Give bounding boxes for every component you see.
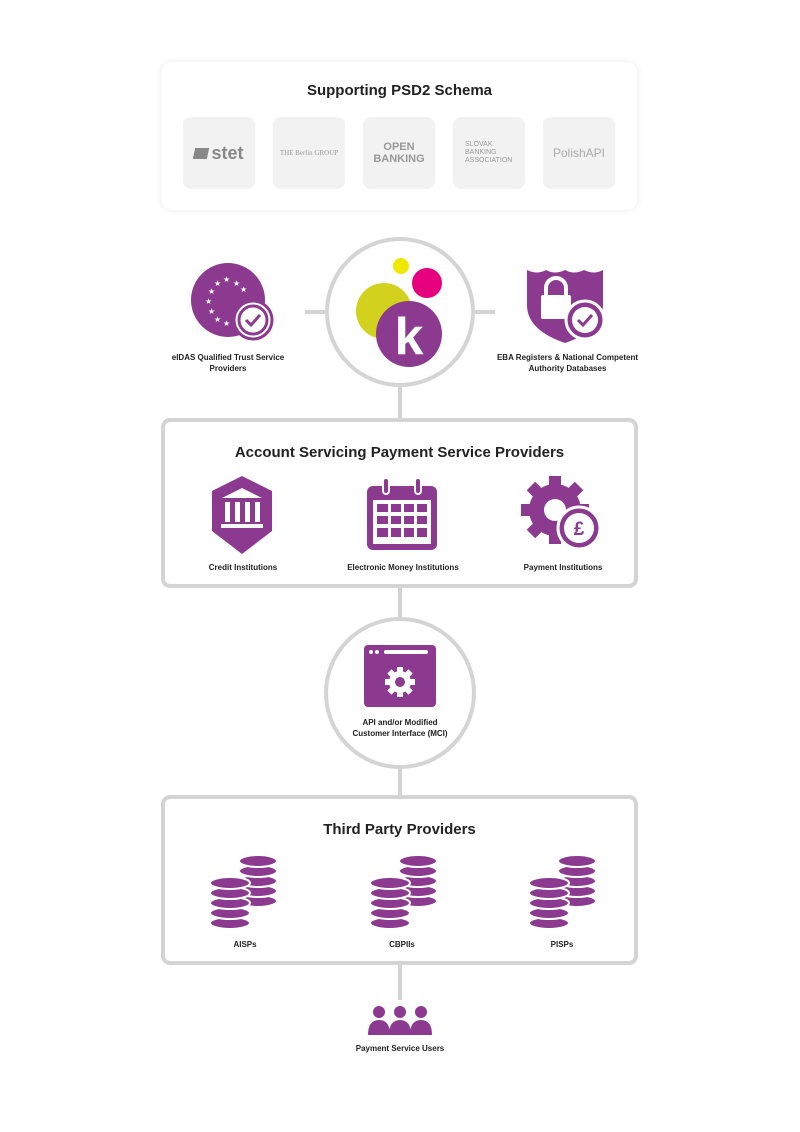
eba-label: EBA Registers & National Competent Autho…	[496, 353, 639, 373]
connector	[398, 765, 402, 797]
svg-text:★: ★	[240, 285, 247, 294]
svg-text:★: ★	[208, 307, 215, 316]
kompany-logo-ring: k	[325, 237, 475, 387]
kompany-logo: k	[356, 258, 442, 367]
interface-ring: API and/or Modified Customer Interface (…	[324, 617, 476, 769]
connector	[398, 385, 402, 420]
svg-text:★: ★	[205, 297, 212, 306]
svg-text:k: k	[395, 308, 424, 366]
users-label: Payment Service Users	[355, 1044, 445, 1053]
psd2-schema-card: Supporting PSD2 Schema stet THE Berlin G…	[162, 62, 637, 210]
logo-stet: stet	[183, 117, 255, 189]
aspsp-item-emoney: Electronic Money Institutions	[347, 563, 459, 572]
coins-stack-icon	[527, 851, 599, 931]
calendar-icon	[365, 478, 439, 552]
svg-text:★: ★	[223, 319, 230, 328]
schema-title: Supporting PSD2 Schema	[306, 82, 493, 99]
connector	[398, 586, 402, 620]
tpp-title: Third Party Providers	[323, 821, 476, 838]
interface-label: API and/or Modified Customer Interface (…	[352, 718, 448, 738]
eidas-label: eIDAS Qualified Trust Service Providers	[171, 353, 285, 373]
shield-lock-icon	[525, 265, 610, 345]
svg-text:★: ★	[214, 315, 221, 324]
aspsp-item-credit: Credit Institutions	[208, 563, 278, 572]
svg-text:★: ★	[233, 279, 240, 288]
tpp-item-pisps: PISPs	[550, 940, 574, 949]
tpp-item-aisps: AISPs	[233, 940, 257, 949]
svg-text:★: ★	[214, 279, 221, 288]
coins-stack-icon	[208, 851, 280, 931]
logo-open-banking: OPEN BANKING	[363, 117, 435, 189]
connector	[305, 310, 327, 314]
svg-text:£: £	[574, 519, 585, 540]
logo-berlin-group: THE Berlin GROUP	[273, 117, 345, 189]
aspsp-item-payment: Payment Institutions	[523, 563, 603, 572]
bank-icon	[207, 474, 277, 556]
aspsp-title: Account Servicing Payment Service Provid…	[234, 444, 565, 461]
aspsp-box: Account Servicing Payment Service Provid…	[161, 418, 638, 588]
users-icon	[368, 1005, 432, 1037]
svg-text:★: ★	[208, 287, 215, 296]
eidas-icon: ★★★★ ★★★★★	[190, 262, 280, 344]
connector	[398, 963, 402, 1000]
gear-pound-icon: £	[517, 472, 607, 556]
browser-gear-icon	[364, 645, 436, 707]
coins-stack-icon	[368, 851, 440, 931]
connector	[473, 310, 495, 314]
tpp-item-cbpiis: CBPIIs	[389, 940, 415, 949]
logo-slovak-banking: SLOVAK BANKING ASSOCIATION	[453, 117, 525, 189]
svg-text:★: ★	[223, 275, 230, 284]
logo-polishapi: PolishAPI	[543, 117, 615, 189]
tpp-box: Third Party Providers AISPs CBPIIs PISPs	[161, 795, 638, 965]
